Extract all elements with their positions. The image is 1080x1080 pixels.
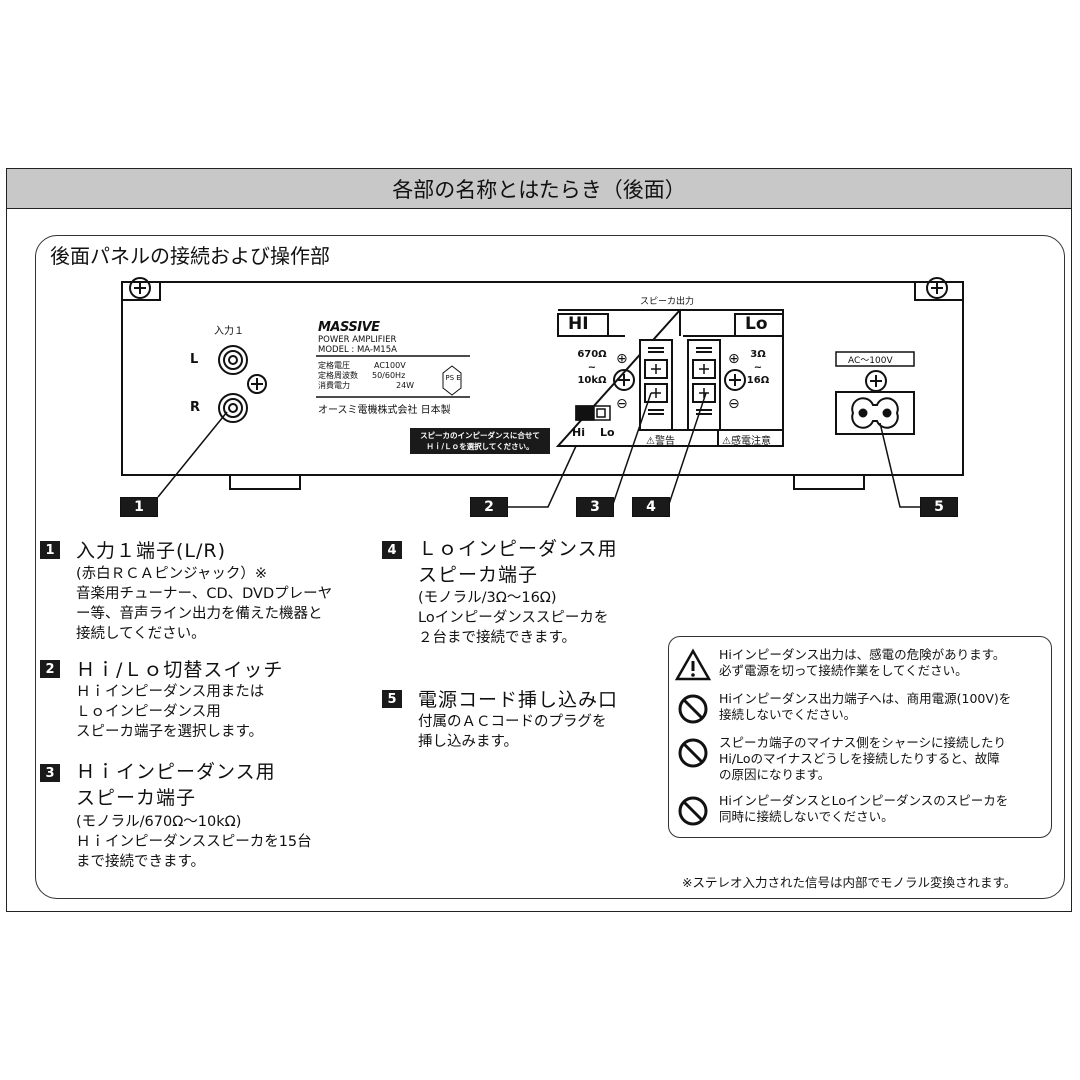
item-5-description: 付属のＡＣコードのプラグを挿し込みます。 xyxy=(418,714,607,750)
item-1-title: 入力１端子(L/R) xyxy=(76,540,227,562)
caution-box: Hiインピーダンス出力は、感電の危険があります。必ず電源を切って接続作業をしてく… xyxy=(668,636,1052,838)
item-5-title: 電源コード挿し込み口 xyxy=(418,689,619,711)
rear-panel-box xyxy=(35,235,1065,899)
hi-plus-icon: ⊕ xyxy=(616,351,628,367)
hi-speaker-terminal xyxy=(639,339,673,431)
callout-4: 4 xyxy=(632,497,670,517)
brand-logo: MASSIVE xyxy=(318,320,380,335)
item-1-description: (赤白ＲＣＡピンジャック）※音楽用チューナー、CD、DVDプレーヤー等、音声ライ… xyxy=(76,566,333,642)
item-3-title: Ｈｉインピーダンス用スピーカ端子 xyxy=(76,761,276,809)
item-1-number: 1 xyxy=(40,541,60,559)
caution-item: HiインピーダンスとLoインピーダンスのスピーカを同時に接続しないでください。 xyxy=(673,793,1045,829)
hi-label: HI xyxy=(568,314,589,334)
rca-jack-r xyxy=(218,393,248,423)
warning-label: ⚠警告 xyxy=(646,436,675,447)
manual-frame: 各部の名称とはたらき（後面） xyxy=(6,168,1072,912)
maker-name: オースミ電機株式会社 日本製 xyxy=(318,405,451,416)
input-l-label: L xyxy=(190,352,199,367)
callout-3: 3 xyxy=(576,497,614,517)
notice-plate xyxy=(410,428,550,454)
hi-minus-icon: ⊖ xyxy=(616,396,628,412)
lo-speaker-terminal xyxy=(687,339,721,431)
lo-minus-icon: ⊖ xyxy=(728,396,740,412)
screw-icon xyxy=(129,277,948,394)
lo-label: Lo xyxy=(745,314,768,334)
pse-text: PS E xyxy=(445,374,461,382)
impedance-notice: スピーカのインピーダンスに合せて Ｈｉ/Ｌｏを選択してください。 xyxy=(420,431,540,451)
prohibited-icon xyxy=(678,738,708,768)
item-2-title: Ｈｉ/Ｌｏ切替スイッチ xyxy=(76,659,284,681)
panel-title: 後面パネルの接続および操作部 xyxy=(50,244,330,268)
rca-jack-l xyxy=(218,345,248,375)
input-r-label: R xyxy=(190,400,201,415)
warning-triangle-icon xyxy=(674,648,712,681)
callout-5: 5 xyxy=(920,497,958,517)
callout-2: 2 xyxy=(470,497,508,517)
section-header: 各部の名称とはたらき（後面） xyxy=(7,169,1071,209)
item-3-number: 3 xyxy=(40,764,60,782)
pse-mark-icon xyxy=(442,365,462,396)
shock-label: ⚠感電注意 xyxy=(722,436,771,447)
chassis xyxy=(121,281,964,490)
speaker-output-frame xyxy=(555,309,784,447)
item-4-number: 4 xyxy=(382,541,402,559)
callout-1: 1 xyxy=(120,497,158,517)
switch-lo-label: Lo xyxy=(600,426,615,439)
ac-inlet xyxy=(835,351,915,435)
section-title: 各部の名称とはたらき（後面） xyxy=(392,177,686,202)
caution-item: Hiインピーダンス出力は、感電の危険があります。必ず電源を切って接続作業をしてく… xyxy=(673,647,1045,683)
prohibited-icon xyxy=(678,694,708,724)
stereo-footnote: ※ステレオ入力された信号は内部でモノラル変換されます。 xyxy=(682,875,1017,890)
input-label: 入力１ xyxy=(214,326,244,337)
switch-hi-label: Hi xyxy=(572,426,585,439)
model-number: MODEL : MA-M15A xyxy=(318,345,397,355)
product-name: POWER AMPLIFIER xyxy=(318,335,397,345)
caution-item: Hiインピーダンス出力端子へは、商用電源(100V)を接続しないでください。 xyxy=(673,691,1045,727)
lo-plus-icon: ⊕ xyxy=(728,351,740,367)
hi-lo-switch xyxy=(575,405,611,421)
speaker-out-label: スピーカ出力 xyxy=(640,297,695,307)
prohibited-icon xyxy=(678,796,708,826)
lo-impedance-range: 3Ω~16Ω xyxy=(746,349,770,386)
ac-voltage-label: AC～100V xyxy=(848,356,893,366)
item-5-number: 5 xyxy=(382,690,402,708)
item-3-description: (モノラル/670Ω～10kΩ)Ｈｉインピーダンススピーカを15台まで接続できま… xyxy=(76,814,312,870)
hi-impedance-range: 670Ω~10kΩ xyxy=(577,349,607,386)
item-4-title: Ｌｏインピーダンス用スピーカ端子 xyxy=(418,538,618,586)
item-2-number: 2 xyxy=(40,660,60,678)
